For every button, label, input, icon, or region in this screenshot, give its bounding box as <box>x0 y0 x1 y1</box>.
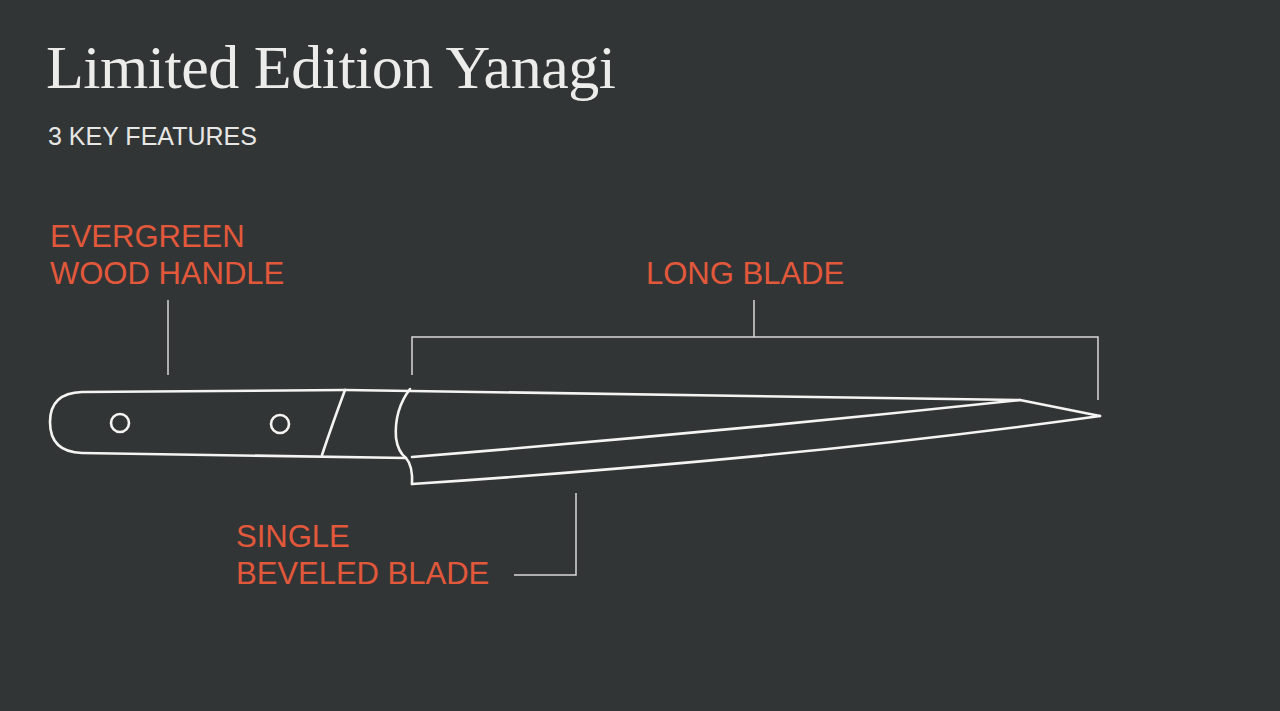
diagram-title: Limited Edition Yanagi <box>46 32 615 103</box>
feature-label: SINGLE BEVELED BLADE <box>236 519 492 592</box>
handle-rivet <box>271 415 289 433</box>
handle-leader <box>167 300 169 375</box>
feature-label: LONG BLADE <box>646 256 844 293</box>
handle-ferrule-joint <box>322 390 345 455</box>
knife-outline <box>50 389 1100 484</box>
bevel-leader <box>514 493 576 575</box>
long-blade-leader <box>753 300 755 337</box>
handle-outline <box>50 390 406 458</box>
blade-heel <box>396 389 412 484</box>
subtitle: 3 KEY FEATURES <box>48 122 257 151</box>
handle-rivet <box>111 414 129 432</box>
bevel-line <box>412 400 1020 457</box>
feature-label: EVERGREEN WOOD HANDLE <box>50 219 287 292</box>
long-blade-bracket <box>412 337 1098 400</box>
